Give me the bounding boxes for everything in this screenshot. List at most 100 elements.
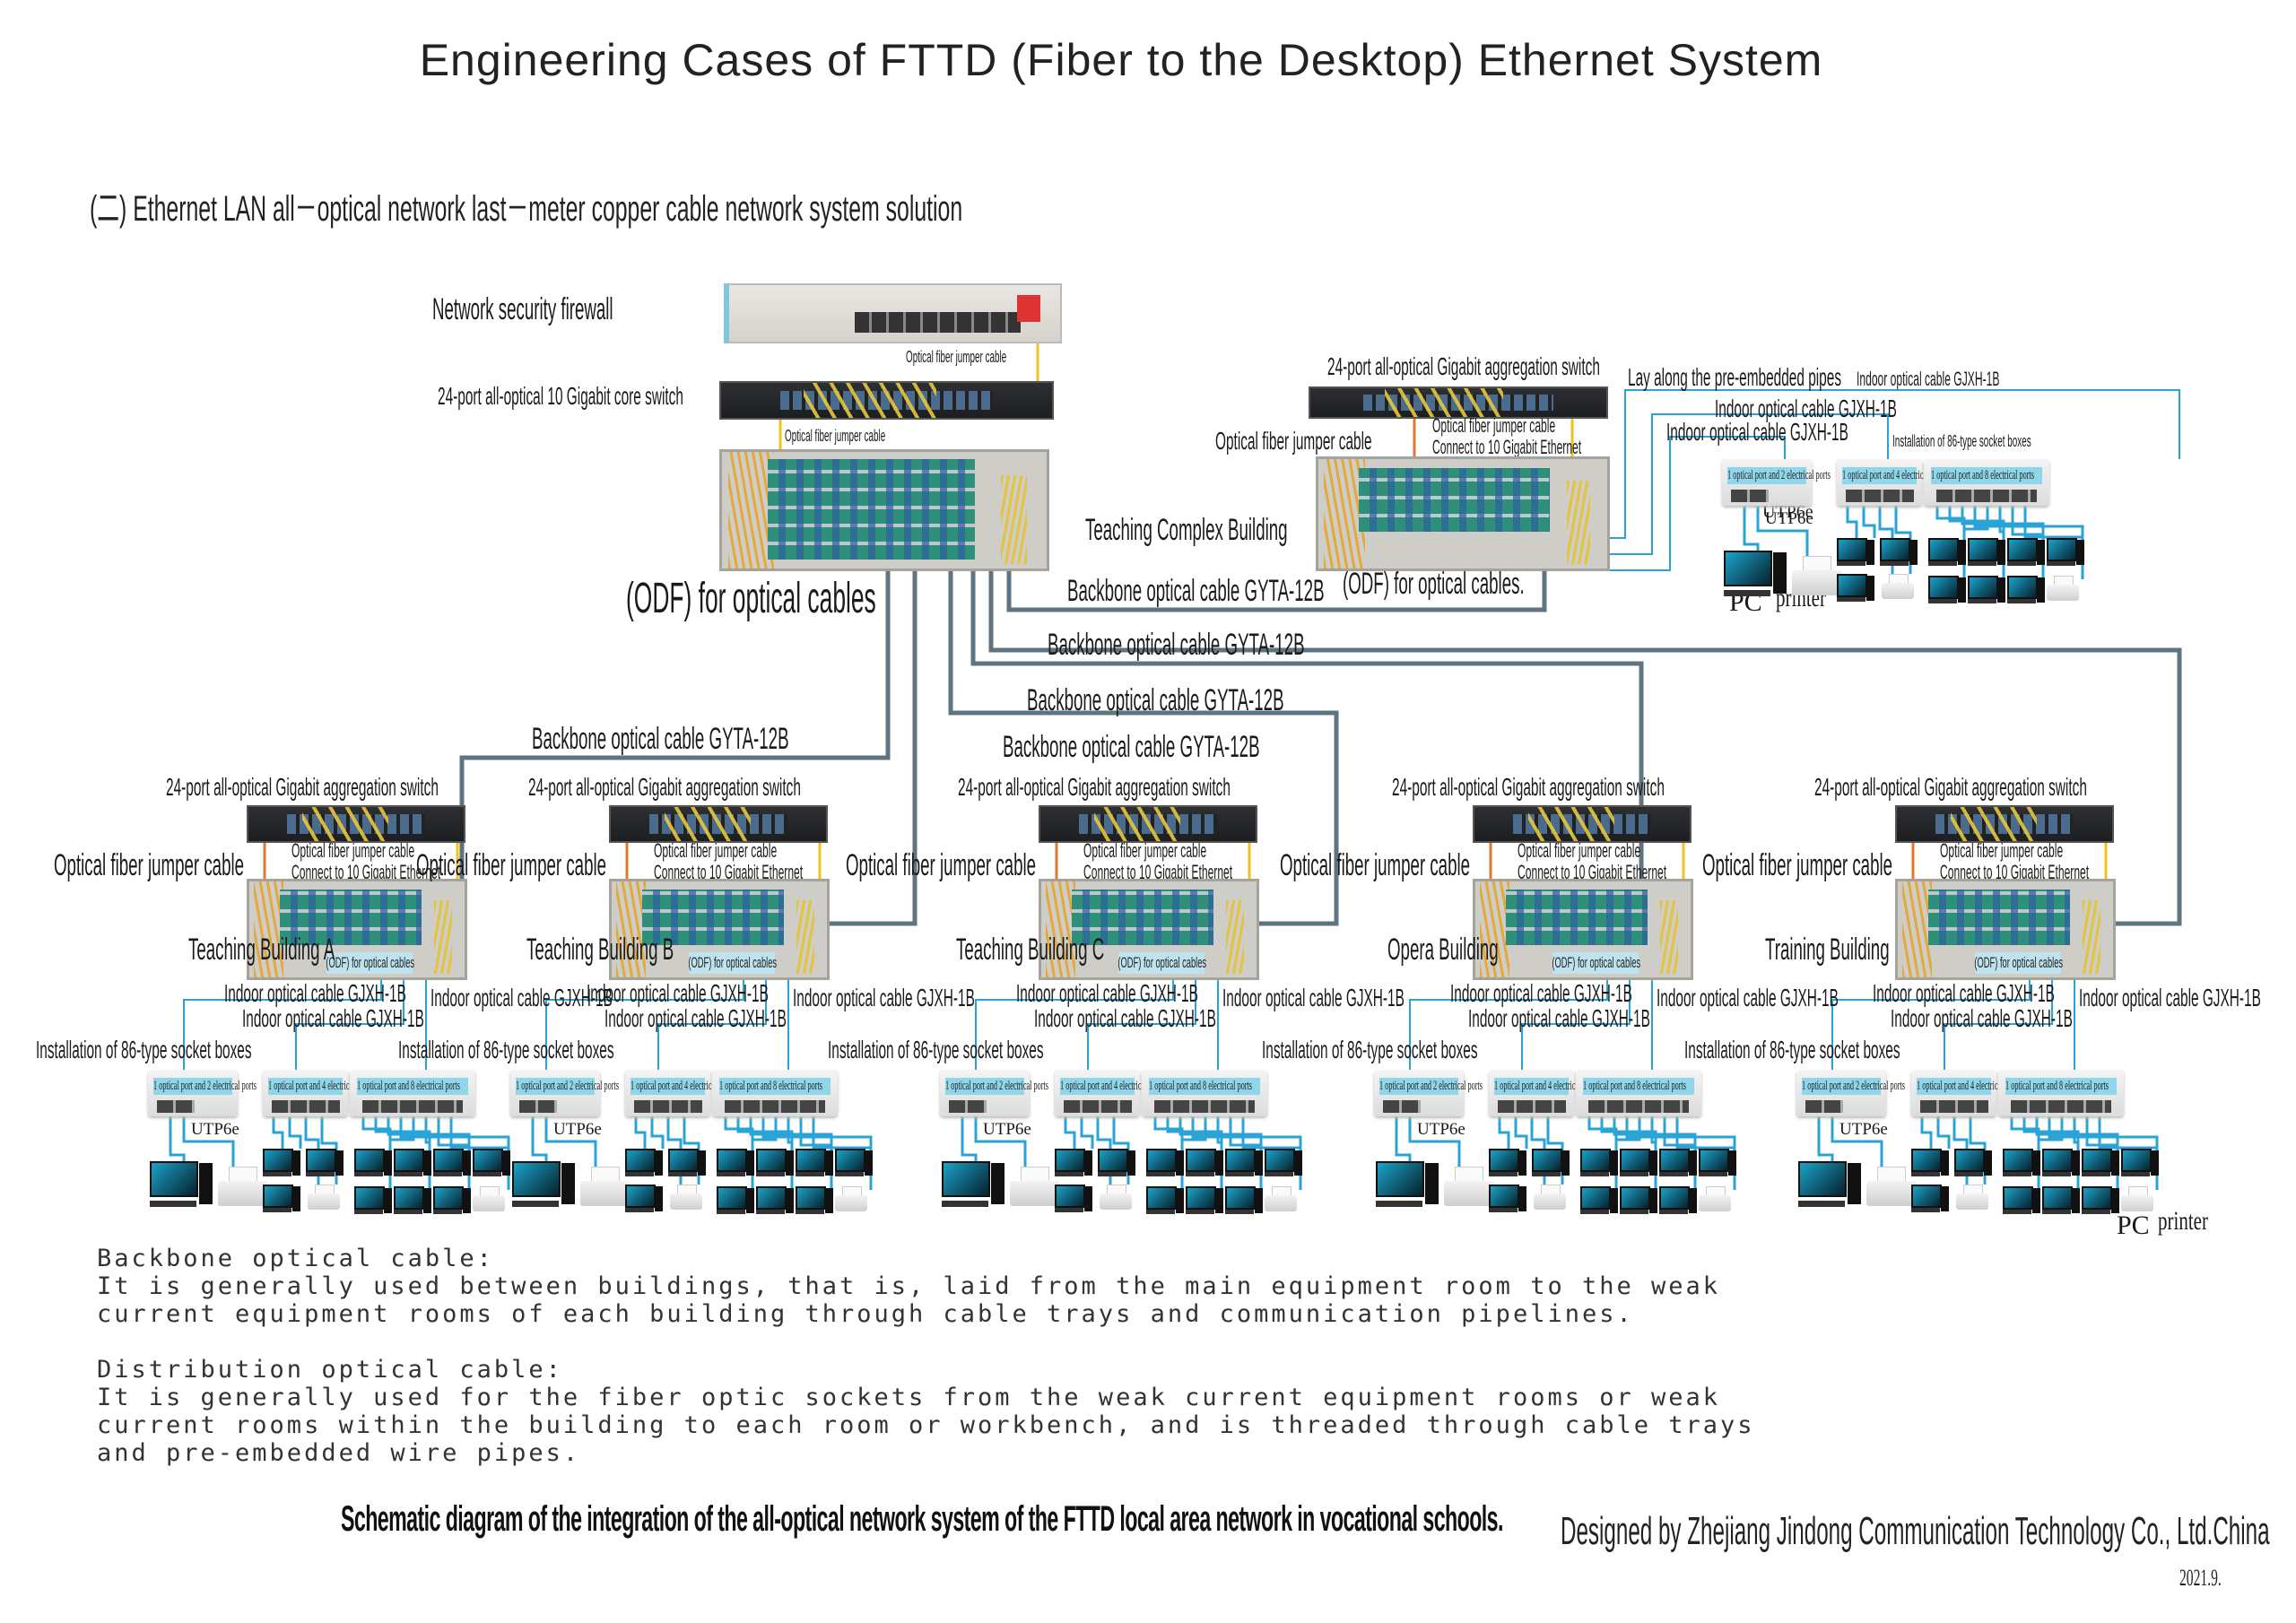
utp-cable <box>1498 1116 1510 1149</box>
distribution-heading: Distribution optical cable: <box>97 1356 563 1384</box>
rj45-jacks <box>1588 1100 1689 1113</box>
building-1-name: Teaching Building A <box>188 933 335 967</box>
tc-pc-icon <box>1724 551 1787 599</box>
building-4-switch-device <box>1473 805 1692 843</box>
tc-building-label: Teaching Complex Building <box>1085 513 1288 547</box>
building-2-socket-box-4port: 1 optical port and 4 electrical ports <box>625 1070 734 1116</box>
socket-box-caption-text: 1 optical port and 2 electrical ports <box>945 1079 1049 1094</box>
core-switch-device <box>719 381 1054 420</box>
socket-box-caption: 1 optical port and 2 electrical ports <box>945 1078 1048 1096</box>
utp-cable <box>1613 1116 1697 1152</box>
utp-cable <box>531 1116 548 1164</box>
tc-pc-icon <box>1968 576 2005 604</box>
building-5-switch-label: 24-port all-optical Gigabit aggregation … <box>1814 773 2087 801</box>
tc-socket-box-4port: 1 optical port and 4 electrical ports <box>1837 459 1945 506</box>
building-1-jumper-10g-label-1: Optical fiber jumper cable <box>291 839 415 862</box>
firewall-device <box>724 283 1062 343</box>
building-1-indoor-label-1: Indoor optical cable GJXH-1B <box>224 979 406 1007</box>
rj45-jacks <box>1497 1100 1566 1113</box>
socket-box-caption-text: 1 optical port and 2 electrical ports <box>153 1079 257 1094</box>
building-2-utp-label: UTP6e <box>553 1120 602 1139</box>
building-1-utp-label: UTP6e <box>191 1120 239 1139</box>
building-3-pc-icon <box>1055 1185 1092 1213</box>
distribution-description: It is generally used for the fiber optic… <box>97 1384 1755 1467</box>
building-5-socket-box-4port: 1 optical port and 4 electrical ports <box>1911 1070 2020 1116</box>
building-5-pc-icon <box>2003 1149 2040 1177</box>
socket-box-caption: 1 optical port and 4 electrical ports <box>1059 1078 1163 1096</box>
utp-cable <box>1756 506 1809 558</box>
building-3-printer-icon <box>1100 1185 1132 1211</box>
building-3-utp-label: UTP6e <box>983 1120 1031 1139</box>
building-3-pc-icon <box>1225 1149 1263 1177</box>
building-5-pc-icon <box>1954 1149 1992 1177</box>
utp-cable <box>544 1116 597 1168</box>
tc-indoor-cable-2 <box>1605 413 1889 555</box>
socket-box-caption-text: 1 optical port and 2 electrical ports <box>1727 468 1831 483</box>
tc-socket-install-label: Installation of 86-type socket boxes <box>1892 432 2031 450</box>
building-1-odf-device: (ODF) for optical cables <box>247 879 467 980</box>
utp-cable <box>961 1116 978 1164</box>
building-1-pc-icon <box>354 1186 392 1215</box>
core-odf-label: (ODF) for optical cables <box>626 575 876 622</box>
tc-pipes-label: Lay along the pre-embedded pipes <box>1628 363 1842 391</box>
rj45-jacks <box>519 1100 557 1113</box>
building-4-pc-icon <box>1580 1149 1618 1177</box>
backbone-teaching-complex <box>1006 566 1547 612</box>
building-1-pc-icon <box>263 1185 300 1213</box>
section-subtitle: (二) Ethernet LAN all－optical network las… <box>90 189 963 229</box>
utp-cable <box>2048 1116 2159 1152</box>
utp-cable <box>1191 1116 1302 1152</box>
utp-cable <box>1973 506 2084 542</box>
odf-tag-text: (ODF) for optical cables <box>1974 953 2063 971</box>
building-2-indoor-label-2: Indoor optical cable GJXH-1B <box>604 1004 787 1032</box>
building-2-indoor-cable-2 <box>657 975 767 1070</box>
socket-box-caption-text: 1 optical port and 4 electrical ports <box>1841 468 1945 483</box>
building-3-odf-tag: (ODF) for optical cables <box>1118 952 1206 974</box>
building-3-pc-icon <box>1098 1149 1135 1177</box>
rj45-jacks <box>1154 1100 1255 1113</box>
utp-cable <box>1846 506 1858 538</box>
rj45-jacks <box>949 1100 987 1113</box>
building-2-pc-icon <box>717 1186 754 1215</box>
firewall-label: Network security firewall <box>432 292 613 326</box>
building-3-socket-box-4port: 1 optical port and 4 electrical ports <box>1055 1070 1163 1116</box>
building-5-pc-icon <box>1798 1161 1861 1210</box>
building-4-socket-install-label: Installation of 86-type socket boxes <box>1262 1036 1478 1063</box>
building-4-indoor-cable-2 <box>1521 975 1631 1070</box>
socket-box-caption: 1 optical port and 2 electrical ports <box>1802 1078 1905 1096</box>
socket-box-caption: 1 optical port and 2 electrical ports <box>1379 1078 1483 1096</box>
building-3-printer-icon <box>1265 1186 1297 1213</box>
tc-indoor-label-3: Indoor optical cable GJXH-1B <box>1666 418 1848 446</box>
socket-box-caption-text: 1 optical port and 2 electrical ports <box>1802 1079 1906 1094</box>
building-3-indoor-label-3: Indoor optical cable GJXH-1B <box>1222 984 1405 1011</box>
building-1-socket-box-4port: 1 optical port and 4 electrical ports <box>263 1070 371 1116</box>
building-2-indoor-label-3: Indoor optical cable GJXH-1B <box>793 984 975 1011</box>
socket-box-caption-text: 1 optical port and 2 electrical ports <box>1379 1079 1483 1094</box>
building-5-odf-tag: (ODF) for optical cables <box>1974 952 2063 974</box>
rj45-jacks <box>633 1100 702 1113</box>
utp-cable <box>288 1116 302 1149</box>
backbone-training <box>988 592 2182 926</box>
socket-box-caption-text: 1 optical port and 4 electrical ports <box>1493 1079 1597 1094</box>
building-4-pc-icon <box>1532 1149 1570 1177</box>
building-2-indoor-label-1: Indoor optical cable GJXH-1B <box>587 979 769 1007</box>
building-3-printer-icon <box>1010 1167 1060 1208</box>
building-2-socket-box-2port: 1 optical port and 2 electrical ports <box>510 1070 619 1116</box>
utp-cable <box>1862 506 1876 538</box>
socket-box-caption: 1 optical port and 4 electrical ports <box>267 1078 371 1096</box>
building-3-odf-device: (ODF) for optical cables <box>1039 879 1259 980</box>
building-5-pc-icon <box>1911 1185 1949 1213</box>
rj45-jacks <box>271 1100 340 1113</box>
building-4-odf-tag: (ODF) for optical cables <box>1552 952 1640 974</box>
backbone-building-c <box>948 566 1339 926</box>
building-5-utp-label: UTP6e <box>1839 1120 1888 1139</box>
building-4-indoor-label-1: Indoor optical cable GJXH-1B <box>1450 979 1632 1007</box>
building-2-odf-tag: (ODF) for optical cables <box>688 952 777 974</box>
odf-tag-text: (ODF) for optical cables <box>1552 953 1640 971</box>
socket-box-caption-text: 1 optical port and 4 electrical ports <box>1059 1079 1163 1094</box>
building-4-pc-icon <box>1489 1149 1526 1177</box>
building-1-odf-tag: (ODF) for optical cables <box>326 952 414 974</box>
socket-box-caption-text: 1 optical port and 4 electrical ports <box>1916 1079 2020 1094</box>
building-2-printer-icon <box>670 1185 702 1211</box>
building-4-printer-icon <box>1699 1186 1731 1213</box>
